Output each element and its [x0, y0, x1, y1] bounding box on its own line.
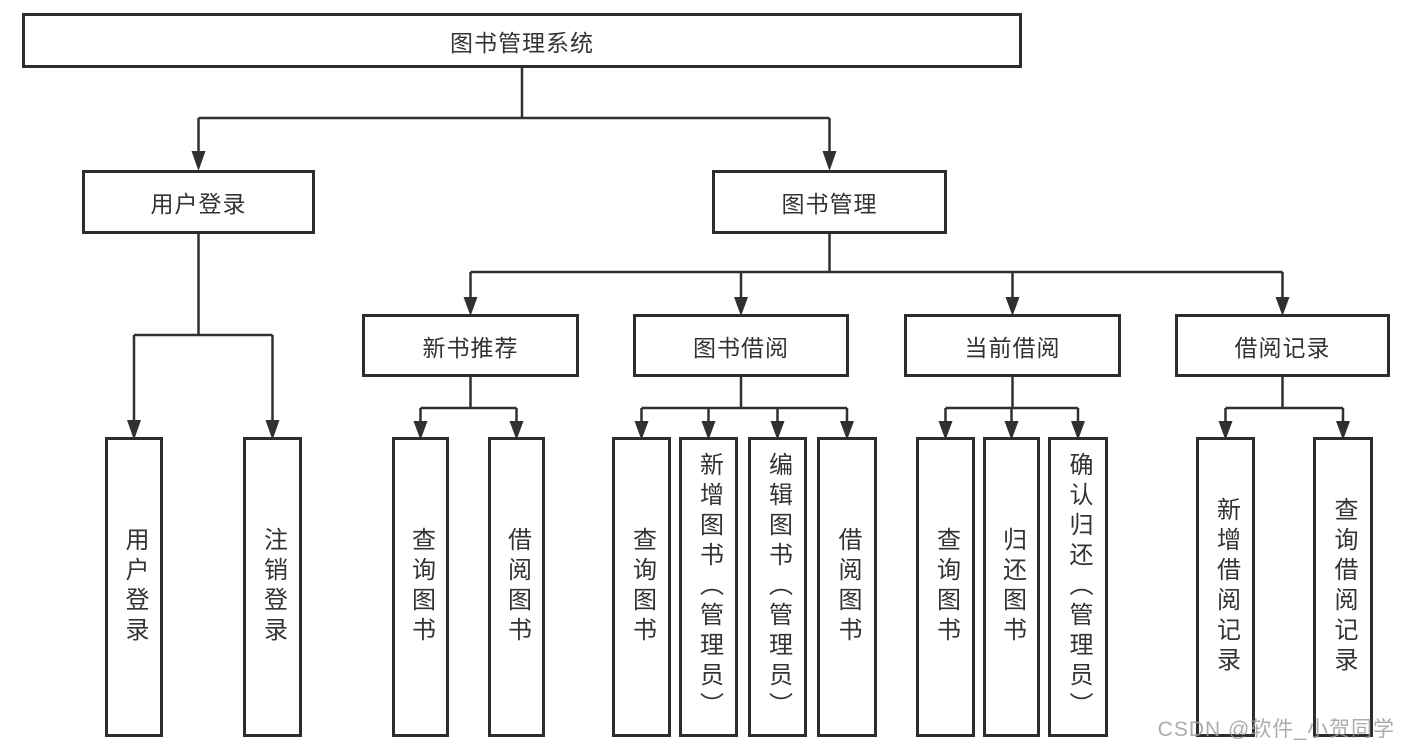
- leaf-query-books-current: 查询图书: [916, 437, 975, 737]
- leaf-edit-books-admin: 编辑图书（管理员）: [748, 437, 807, 737]
- connector-book-management: [469, 234, 1284, 298]
- arrow-icon: [191, 151, 206, 171]
- leaf-logout: 注销登录: [243, 437, 302, 737]
- arrow-icon: [1005, 297, 1020, 316]
- connector-borrowing-records: [1224, 377, 1345, 422]
- arrowheads: [127, 151, 1350, 440]
- node-label: 查询图书: [628, 527, 656, 647]
- arrow-icon: [822, 151, 837, 171]
- arrow-icon: [1004, 421, 1019, 440]
- node-label: 新增图书（管理员）: [695, 452, 723, 722]
- connector-current-borrowing: [944, 377, 1080, 422]
- node-new-book-recommendation: 新书推荐: [362, 314, 579, 377]
- node-label: 图书借阅: [693, 334, 789, 361]
- node-label: 编辑图书（管理员）: [764, 452, 792, 722]
- leaf-query-borrow-record: 查询借阅记录: [1313, 437, 1373, 737]
- arrow-icon: [1071, 421, 1085, 440]
- arrow-icon: [634, 421, 649, 440]
- node-user-login: 用户登录: [82, 170, 315, 234]
- arrow-icon: [265, 420, 280, 440]
- node-label: 注销登录: [259, 527, 287, 647]
- node-label: 借阅图书: [503, 527, 531, 647]
- node-label: 用户登录: [150, 191, 247, 217]
- node-label: 图书管理系统: [450, 29, 594, 56]
- node-library-system: 图书管理系统: [22, 13, 1022, 68]
- node-label: 查询图书: [932, 527, 960, 647]
- connector-root: [197, 68, 831, 152]
- arrow-icon: [509, 421, 524, 440]
- node-book-borrowing: 图书借阅: [633, 314, 849, 377]
- connector-new-book: [419, 377, 518, 422]
- connector-user-login: [132, 234, 274, 421]
- node-label: 借阅记录: [1234, 334, 1331, 361]
- leaf-add-books-admin: 新增图书（管理员）: [679, 437, 738, 737]
- leaf-confirm-return-admin: 确认归还（管理员）: [1048, 437, 1108, 737]
- node-label: 归还图书: [998, 527, 1026, 647]
- node-label: 查询借阅记录: [1330, 497, 1357, 677]
- node-current-borrowing: 当前借阅: [904, 314, 1121, 377]
- leaf-borrow-books-recommend: 借阅图书: [488, 437, 545, 737]
- arrow-icon: [770, 421, 785, 440]
- node-label: 确认归还（管理员）: [1065, 452, 1092, 722]
- arrow-icon: [701, 421, 716, 440]
- leaf-user-login: 用户登录: [105, 437, 163, 737]
- leaf-add-borrow-record: 新增借阅记录: [1196, 437, 1255, 737]
- leaf-query-books-recommend: 查询图书: [392, 437, 449, 737]
- connector-book-borrowing: [640, 377, 849, 422]
- arrow-icon: [1218, 421, 1233, 440]
- node-label: 用户登录: [121, 527, 148, 647]
- leaf-return-books: 归还图书: [983, 437, 1040, 737]
- leaf-borrow-books: 借阅图书: [817, 437, 877, 737]
- node-label: 查询图书: [407, 527, 435, 647]
- node-label: 新增借阅记录: [1212, 497, 1240, 677]
- arrow-icon: [938, 421, 953, 440]
- leaf-query-books-borrow: 查询图书: [612, 437, 671, 737]
- node-label: 借阅图书: [834, 527, 861, 647]
- node-label: 图书管理: [781, 191, 878, 217]
- arrow-icon: [734, 297, 748, 316]
- arrow-icon: [127, 420, 141, 440]
- node-label: 当前借阅: [964, 334, 1061, 361]
- arrow-icon: [1275, 297, 1290, 316]
- arrow-icon: [840, 421, 854, 440]
- arrow-icon: [1336, 421, 1350, 440]
- arrow-icon: [463, 297, 478, 316]
- watermark-text: CSDN @软件_小贺同学: [1157, 718, 1395, 741]
- node-borrowing-records: 借阅记录: [1175, 314, 1390, 377]
- node-label: 新书推荐: [422, 334, 519, 361]
- arrow-icon: [413, 421, 428, 440]
- node-book-management: 图书管理: [712, 170, 947, 234]
